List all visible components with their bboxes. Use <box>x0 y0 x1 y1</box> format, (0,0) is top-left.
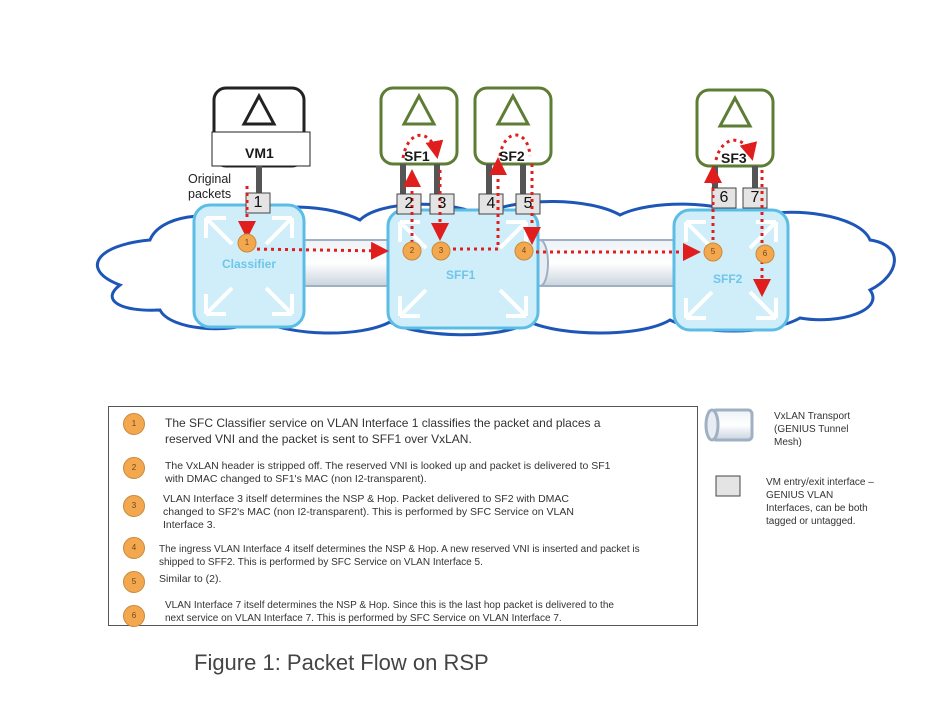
flow-step-markers <box>237 233 775 264</box>
sff2-switch <box>672 208 790 332</box>
legend-step-1-marker: 1 <box>123 413 145 435</box>
sff2-label: SFF2 <box>713 272 743 286</box>
interface-7-label: 7 <box>750 189 760 206</box>
vxlan-tube-sff1-sff2 <box>531 239 677 287</box>
interface-legend-icon <box>715 475 741 497</box>
vm1-box <box>211 86 311 168</box>
legend-step-2-text: The VxLAN header is stripped off. The re… <box>165 460 611 485</box>
interface-3-label: 3 <box>437 195 447 212</box>
vxlan-legend-icon <box>704 408 754 442</box>
sf3-label: SF3 <box>721 150 747 166</box>
sf2-box <box>473 86 553 166</box>
legend-step-4-text: The ingress VLAN Interface 4 itself dete… <box>159 544 640 568</box>
sf2-label: SF2 <box>499 148 525 164</box>
legend-panel: 1 The SFC Classifier service on VLAN Int… <box>108 406 698 627</box>
legend-step-5-text: Similar to (2). <box>159 573 222 585</box>
legend-step-3-marker: 3 <box>123 495 145 517</box>
figure-caption: Figure 1: Packet Flow on RSP <box>194 650 489 675</box>
classifier-label: Classifier <box>222 257 277 271</box>
flow-step-5: 5 <box>710 247 716 256</box>
interface-2-label: 2 <box>404 195 414 212</box>
flow-step-6: 6 <box>762 249 768 258</box>
interface-6-label: 6 <box>719 189 729 206</box>
flow-step-2: 2 <box>409 246 415 255</box>
flow-step-4: 4 <box>521 246 527 255</box>
interface-legend-text: VM entry/exit interface – GENIUS VLAN In… <box>766 477 874 527</box>
interface-4-label: 4 <box>486 195 496 212</box>
vxlan-legend-text: VxLAN Transport (GENIUS Tunnel Mesh) <box>774 411 851 448</box>
flow-step-3: 3 <box>438 246 444 255</box>
classifier-switch <box>192 203 306 329</box>
legend-step-6-marker: 6 <box>123 605 145 627</box>
original-packets-label: Original packets <box>188 172 232 201</box>
legend-step-1-text: The SFC Classifier service on VLAN Inter… <box>165 416 601 446</box>
sf3-triangle-icon <box>717 94 753 128</box>
vm-connectors <box>256 164 758 194</box>
flow-step-1: 1 <box>244 238 250 247</box>
sf2-triangle-icon <box>495 92 531 126</box>
sf1-label: SF1 <box>404 148 430 164</box>
legend-step-2-marker: 2 <box>123 457 145 479</box>
sf1-triangle-icon <box>401 92 437 126</box>
sff1-label: SFF1 <box>446 268 476 282</box>
vm1-label: VM1 <box>245 145 274 161</box>
vm1-triangle-icon <box>241 92 277 126</box>
legend-step-5-marker: 5 <box>123 571 145 593</box>
legend-step-4-marker: 4 <box>123 537 145 559</box>
interface-1-label: 1 <box>253 194 263 211</box>
interface-5-label: 5 <box>523 195 533 212</box>
legend-step-6-text: VLAN Interface 7 itself determines the N… <box>165 600 614 624</box>
legend-step-3-text: VLAN Interface 3 itself determines the N… <box>163 493 574 531</box>
packet-flow-path <box>238 133 771 297</box>
